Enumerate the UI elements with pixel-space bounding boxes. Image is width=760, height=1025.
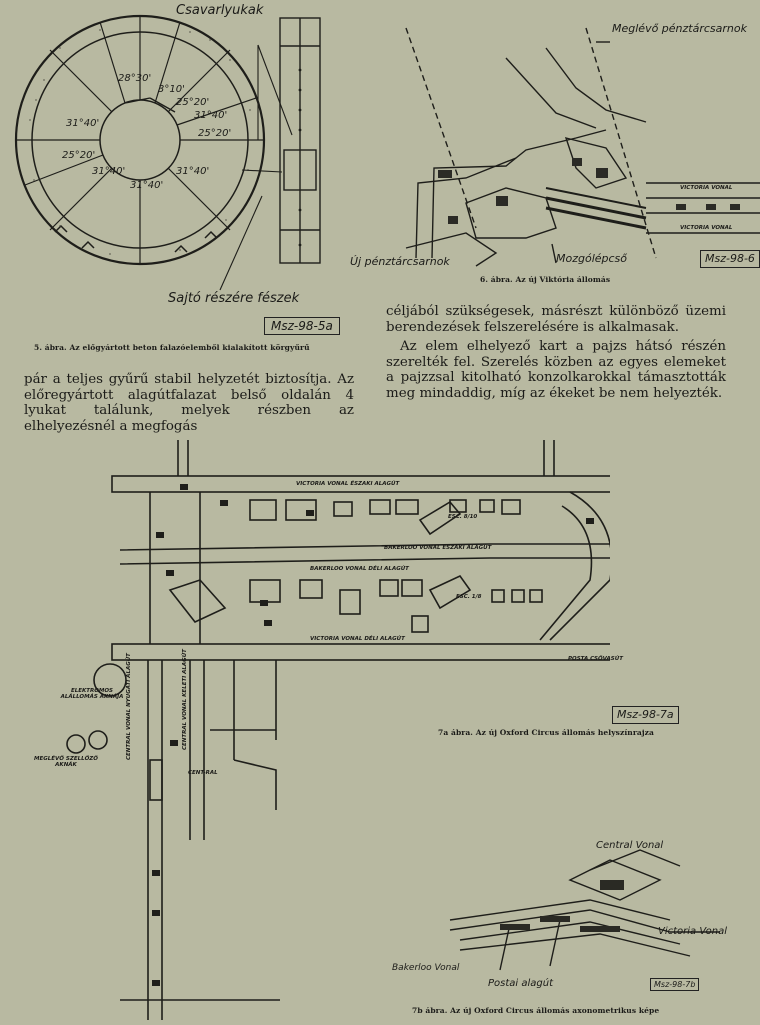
- right-paragraph-1: céljából szükségesek, másrészt különböző…: [386, 304, 726, 335]
- fig7b-label-bakerloo: Bakerloo Vonal: [392, 963, 460, 973]
- label-electric-shaft: ELEKTROMOS ALÁLLOMÁS AKNÁJA: [60, 688, 124, 700]
- fig7b-label-central: Central Vonal: [596, 840, 664, 851]
- fig7a-caption: 7a ábra. Az új Oxford Circus állomás hel…: [438, 728, 655, 737]
- label-esc-2: ESC. 1/8: [456, 594, 482, 600]
- fig6-label-mid: Mozgólépcső: [556, 252, 628, 265]
- fig6-caption: 6. ábra. Az új Viktória állomás: [480, 275, 611, 284]
- ring-drawing: [14, 14, 321, 291]
- fig7b-label-victoria: Victoria Vonal: [658, 926, 727, 937]
- fig6-ref: Msz-98-6: [700, 250, 760, 268]
- fig7a-ref: Msz-98-7a: [612, 706, 679, 724]
- label-bakerloo-north: BAKERLOO VONAL ÉSZAKI ALAGÚT: [384, 545, 492, 551]
- label-central-short: CENT-RAL: [188, 770, 218, 776]
- fig6-label-top: Meglévő pénztárcsarnok: [612, 22, 747, 35]
- angle-label: 31°40': [176, 166, 210, 177]
- label-central-east: CENTRAL VONAL KELETI ALAGÚT: [182, 649, 188, 750]
- fig5-ref: Msz-98-5a: [264, 317, 340, 335]
- fig7b-label-postal: Postai alagút: [488, 978, 554, 989]
- angle-label: 31°40': [130, 180, 164, 191]
- angle-label: 31°40': [92, 166, 126, 177]
- label-central-west: CENTRAL VONAL NYUGATI ALAGÚT: [126, 653, 132, 760]
- left-paragraph: pár a teljes gyűrű stabil helyzetét bizt…: [24, 372, 354, 434]
- fig5-label-bottom: Sajtó részére fészek: [168, 291, 300, 306]
- fig6-line-label: VICTORIA VONAL: [680, 225, 733, 231]
- label-victoria-north: VICTORIA VONAL ÉSZAKI ALAGÚT: [296, 481, 400, 487]
- angle-label: 25°20': [198, 128, 232, 139]
- axonometric-drawing: [449, 849, 720, 971]
- angle-label: 31°40': [66, 118, 100, 129]
- angle-label: 28°30': [118, 73, 152, 84]
- oxford-circus-site-plan: [66, 440, 610, 1020]
- fig6-line-label: VICTORIA VONAL: [680, 185, 733, 191]
- right-paragraph-2: Az elem elhelyező kart a pajzs hátsó rés…: [386, 339, 726, 401]
- angle-label: 3°10': [158, 84, 185, 95]
- angle-label: 25°20': [62, 150, 96, 161]
- fig7b-ref: Msz-98-7b: [650, 978, 700, 991]
- label-bakerloo-south: BAKERLOO VONAL DÉLI ALAGÚT: [310, 566, 409, 572]
- label-posta: POSTA CSŐVASÚT: [568, 656, 623, 662]
- label-victoria-south: VICTORIA VONAL DÉLI ALAGÚT: [310, 636, 405, 642]
- label-vent-shafts: MEGLÉVŐ SZELLŐZŐ AKNÁK: [34, 756, 98, 768]
- label-esc-1: ESC. 8/10: [448, 514, 478, 520]
- fig5-label-top: Csavarlyukak: [176, 3, 264, 18]
- station-plan-drawing: [405, 27, 760, 267]
- fig7b-caption: 7b ábra. Az új Oxford Circus állomás axo…: [412, 1006, 660, 1015]
- angle-label: 25°20': [176, 97, 210, 108]
- fig5-caption: 5. ábra. Az előgyártott beton falazóelem…: [34, 343, 310, 352]
- angle-label: 31°40': [194, 110, 228, 121]
- fig6-label-left: Új pénztárcsarnok: [350, 255, 450, 268]
